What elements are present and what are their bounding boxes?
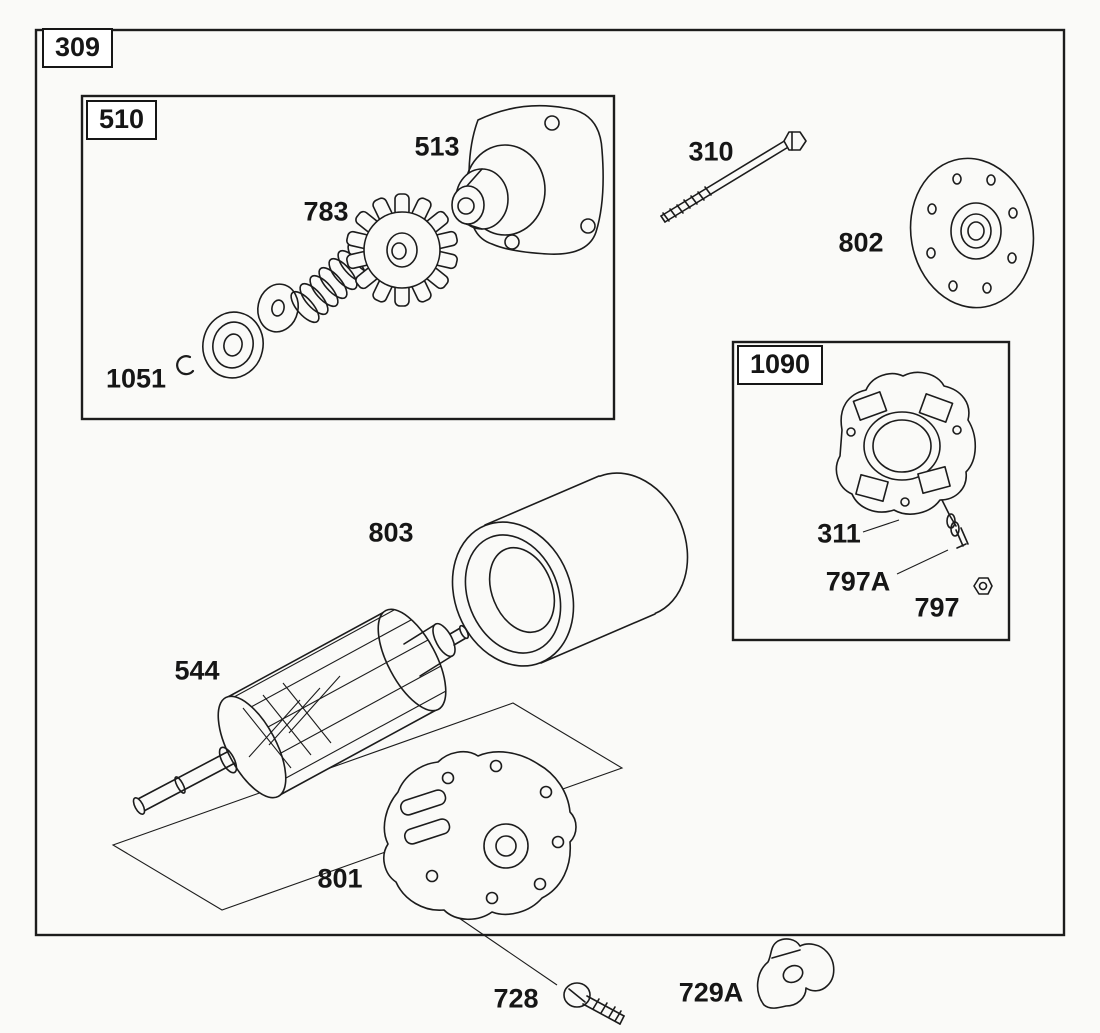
callout-box-1090: 1090 bbox=[737, 345, 824, 386]
screw-728-drawing bbox=[563, 982, 625, 1025]
part-label-544: 544 bbox=[174, 655, 220, 686]
group-frame-510 bbox=[80, 94, 616, 421]
part-label-513: 513 bbox=[414, 131, 460, 162]
end-cap-plate-802-drawing bbox=[909, 157, 1035, 309]
armature-544-drawing bbox=[132, 608, 470, 815]
flat-washer-drawing bbox=[257, 283, 299, 333]
part-label-803: 803 bbox=[368, 517, 414, 548]
assembly-frame-309 bbox=[34, 28, 1066, 937]
pinion-gear-783-drawing bbox=[346, 193, 458, 307]
part-label-783: 783 bbox=[303, 196, 349, 227]
spring-retainer-cup-drawing bbox=[202, 311, 264, 379]
part-label-729A: 729A bbox=[678, 977, 744, 1008]
leader-lines-1090 bbox=[862, 519, 949, 575]
part-label-728: 728 bbox=[493, 983, 539, 1014]
part-label-802: 802 bbox=[838, 227, 884, 258]
callout-box-510: 510 bbox=[86, 100, 158, 141]
drive-housing-513-drawing bbox=[451, 104, 604, 255]
part-label-310: 310 bbox=[688, 136, 734, 167]
callout-box-309: 309 bbox=[42, 28, 114, 69]
part-label-1051: 1051 bbox=[105, 363, 167, 394]
hex-nut-797-drawing bbox=[973, 577, 993, 595]
through-bolt-310-drawing bbox=[660, 131, 807, 223]
part-label-801: 801 bbox=[317, 863, 363, 894]
part-label-797A: 797A bbox=[825, 566, 891, 597]
part-label-797: 797 bbox=[914, 592, 960, 623]
bracket-clip-729A-drawing bbox=[756, 938, 835, 1009]
motor-housing-803-drawing bbox=[451, 472, 689, 667]
brush-holder-assembly-311-drawing bbox=[835, 371, 977, 549]
retaining-ring-1051-drawing bbox=[176, 355, 195, 376]
end-bracket-801-drawing bbox=[383, 750, 577, 921]
part-label-311: 311 bbox=[817, 518, 861, 549]
group-frame-1090 bbox=[731, 340, 1011, 642]
